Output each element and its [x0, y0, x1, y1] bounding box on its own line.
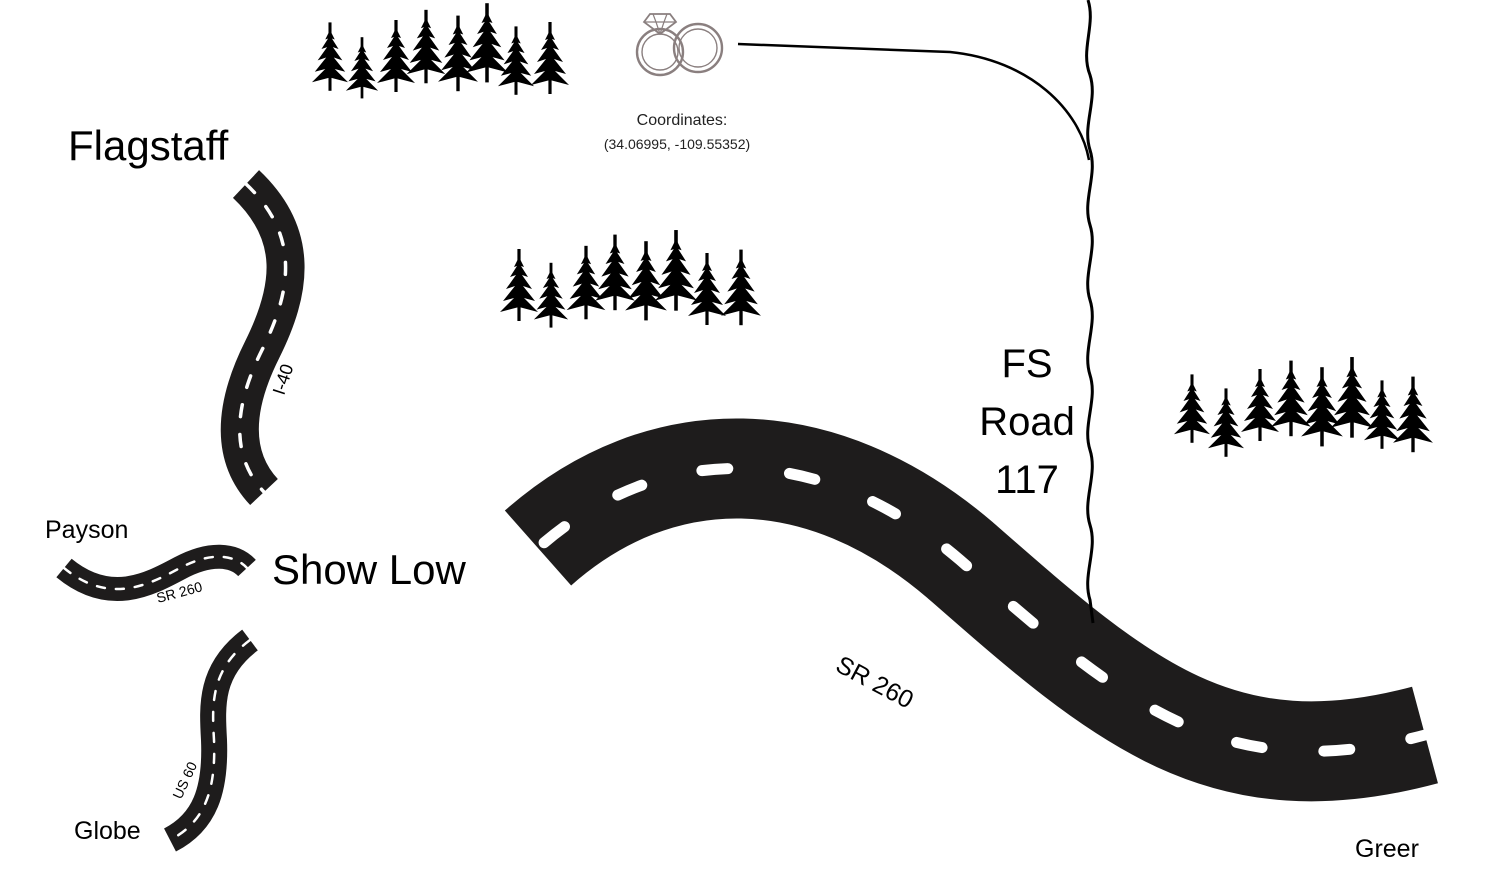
forest-top-left	[311, 3, 569, 99]
road-label-fs-line2: Road	[979, 400, 1075, 444]
coordinates-label: Coordinates:	[637, 112, 728, 129]
city-payson: Payson	[45, 516, 128, 544]
road-us60	[163, 629, 259, 852]
route-to-venue	[737, 42, 1091, 161]
wedding-rings-icon	[635, 13, 724, 77]
city-show-low: Show Low	[272, 546, 466, 593]
road-label-fs-line1: FS	[1001, 342, 1052, 386]
road-label-sr260-main: SR 260	[831, 651, 918, 715]
road-fs117	[1085, 0, 1095, 624]
road-i40	[220, 170, 305, 506]
road-label-fs-line3: 117	[995, 458, 1059, 502]
forest-middle	[500, 230, 761, 328]
road-sr260-main	[504, 418, 1438, 802]
city-globe: Globe	[74, 817, 141, 845]
forest-right	[1173, 357, 1433, 457]
city-flagstaff: Flagstaff	[68, 122, 229, 169]
city-greer: Greer	[1355, 835, 1419, 863]
coordinates-value: (34.06995, -109.55352)	[604, 136, 750, 152]
road-sr260-west	[56, 544, 256, 602]
